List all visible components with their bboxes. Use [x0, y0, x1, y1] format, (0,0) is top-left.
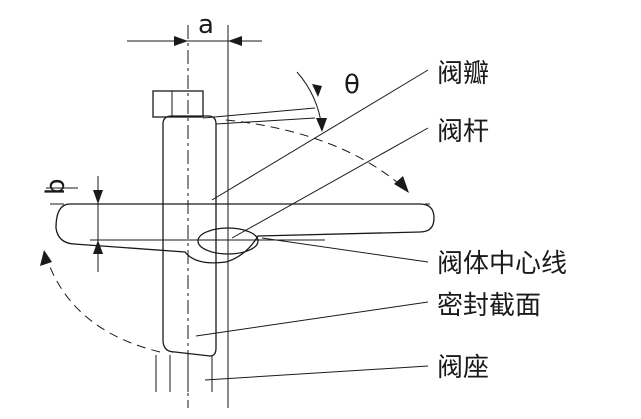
- dimension-b-label: b: [41, 178, 71, 195]
- label-body-centerline: 阀体中心线: [437, 249, 567, 279]
- valve-disc: [55, 203, 435, 264]
- label-stem: 阀杆: [437, 117, 489, 147]
- dimension-a: a: [127, 10, 262, 46]
- label-disc: 阀瓣: [437, 59, 489, 89]
- leader-lines: [195, 69, 429, 381]
- stem-head-block: [152, 90, 204, 118]
- seat-block: [155, 355, 213, 392]
- labels: 阀瓣 阀杆 阀体中心线 密封截面 阀座: [437, 59, 567, 383]
- dimension-b: b: [41, 176, 103, 272]
- center-lines: [50, 25, 430, 408]
- valve-stem: [162, 115, 217, 357]
- label-seal-section: 密封截面: [437, 291, 541, 321]
- rotation-arcs: [40, 119, 409, 353]
- dimension-a-label: a: [198, 10, 214, 40]
- label-seat: 阀座: [437, 353, 489, 383]
- theta-label: θ: [344, 70, 360, 100]
- angle-theta: θ: [202, 70, 360, 132]
